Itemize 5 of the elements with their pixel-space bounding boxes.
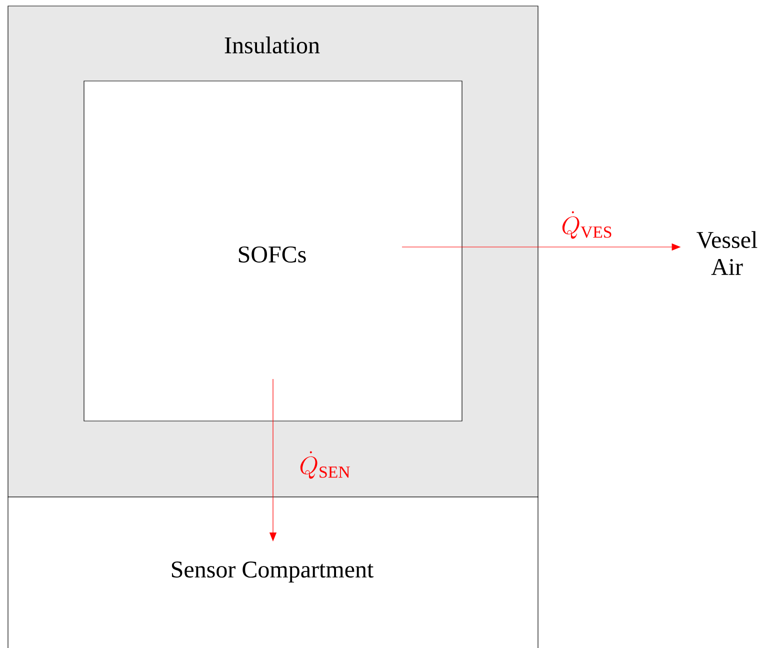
node-label: Vessel Air	[696, 231, 758, 275]
edge-label: $\dot{Q}_{\mathrm{VES}}$	[562, 211, 612, 239]
compartment-box: Sensor Compartment	[8, 496, 538, 648]
edge-label: $\dot{Q}_{\mathrm{SEN}}$	[300, 451, 350, 479]
process-box: SOFCs	[84, 80, 462, 422]
